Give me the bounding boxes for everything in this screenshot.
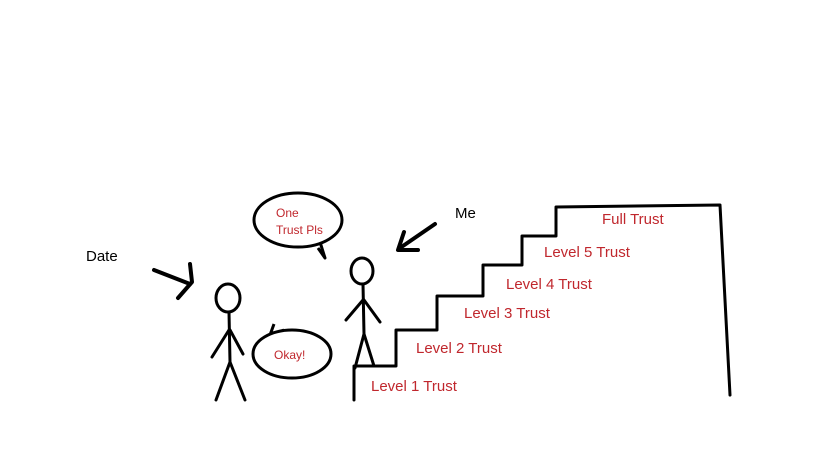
date-stick-figure: [210, 282, 247, 402]
step-label-level-5: Level 5 Trust: [544, 244, 631, 261]
me-speech-bubble: One Trust Pls: [252, 191, 344, 260]
step-label-level-1: Level 1 Trust: [371, 378, 458, 395]
step-label-level-4: Level 4 Trust: [506, 276, 593, 293]
arrow-to-date-icon: [152, 262, 194, 300]
date-label: Date: [86, 248, 118, 265]
staircase: [352, 203, 732, 402]
arrow-to-me-icon: [396, 222, 437, 252]
step-label-level-3: Level 3 Trust: [464, 305, 551, 322]
step-label-level-2: Level 2 Trust: [416, 340, 503, 357]
me-bubble-line2: Trust Pls: [276, 223, 323, 237]
me-stick-figure: [344, 256, 382, 370]
me-bubble-line1: One: [276, 206, 299, 220]
date-bubble-text: Okay!: [274, 348, 305, 362]
step-label-full-trust: Full Trust: [602, 211, 665, 228]
date-speech-bubble: Okay!: [251, 323, 333, 380]
me-label: Me: [455, 205, 476, 222]
